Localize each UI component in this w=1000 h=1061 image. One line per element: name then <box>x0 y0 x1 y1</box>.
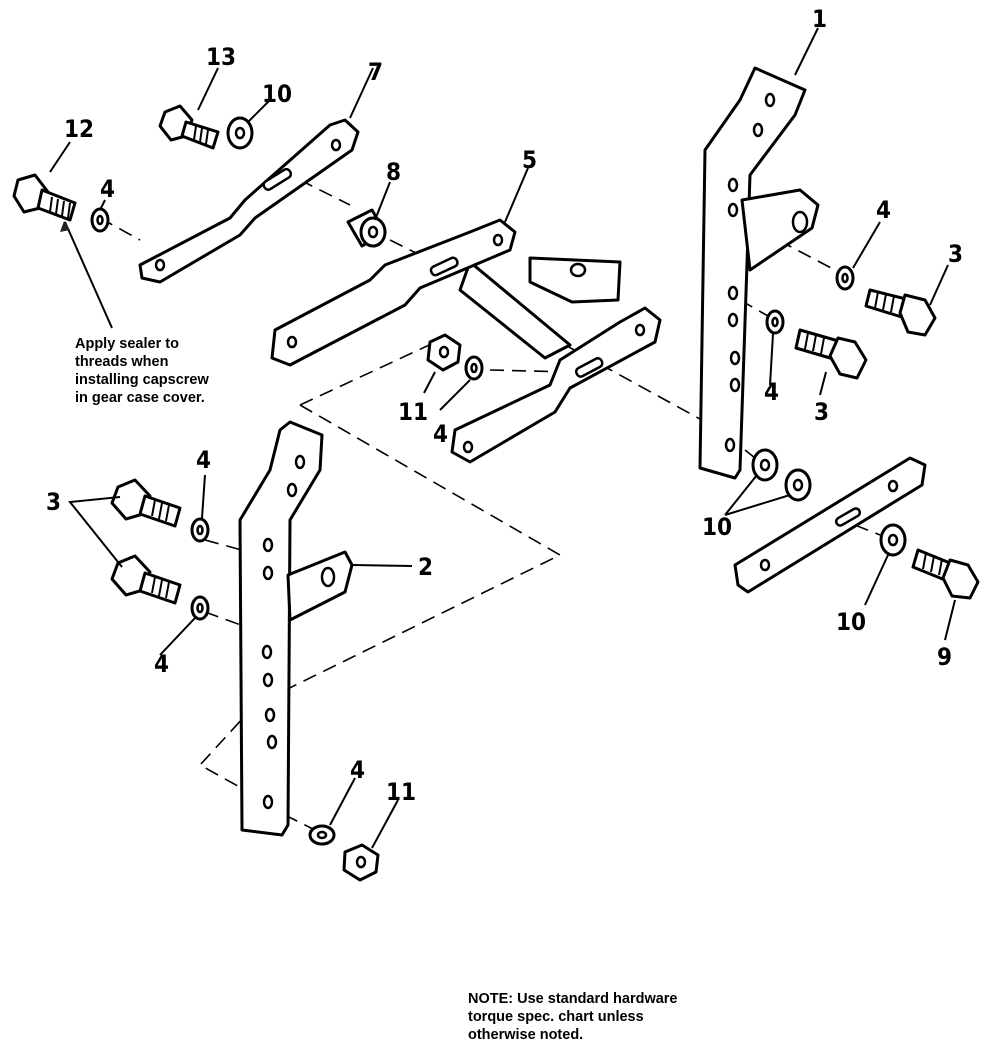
lock-washers-4 <box>90 207 855 846</box>
strap-part-7 <box>138 118 360 284</box>
callout-4-bottom: 4 <box>350 756 365 784</box>
torque-note: NOTE: Use standard hardware torque spec.… <box>468 991 678 1043</box>
callout-10-top: 10 <box>262 80 292 108</box>
callout-10-right-lower: 10 <box>836 608 866 636</box>
callout-4-right-mid: 4 <box>764 378 779 406</box>
torque-note-line-3: otherwise noted. <box>468 1027 583 1043</box>
yoke-part-5 <box>270 218 662 464</box>
hex-nuts-11 <box>342 333 462 882</box>
callout-3-left: 3 <box>46 488 61 516</box>
callout-11-bottom: 11 <box>386 778 416 806</box>
capscrew-3-lower <box>110 554 182 605</box>
callout-10-right-mid: 10 <box>702 513 732 541</box>
sealer-note-line-2: threads when <box>75 354 168 370</box>
callout-4-center: 4 <box>433 420 448 448</box>
callout-9: 9 <box>937 643 952 671</box>
bracket-part-2 <box>238 420 354 837</box>
callout-13: 13 <box>206 43 236 71</box>
callout-7: 7 <box>368 58 383 86</box>
callout-5: 5 <box>522 146 537 174</box>
sealer-note-line-3: installing capscrew <box>75 372 209 388</box>
strap-bottom-right <box>733 456 927 594</box>
callout-3-right-lower: 3 <box>814 398 829 426</box>
capscrew-12 <box>12 173 77 222</box>
callout-4-right-upper: 4 <box>876 196 891 224</box>
callout-leaders <box>49 27 956 849</box>
callout-3-right-upper: 3 <box>948 240 963 268</box>
capscrew-9 <box>911 548 980 600</box>
callout-2: 2 <box>418 553 433 581</box>
capscrew-3-right-lower <box>794 328 868 380</box>
sealer-note: Apply sealer to threads when installing … <box>75 336 209 406</box>
torque-note-line-2: torque spec. chart unless <box>468 1009 644 1025</box>
flat-washers-10 <box>226 116 907 557</box>
alignment-lines <box>99 169 881 831</box>
callout-numbers: 1 2 3 3 3 4 4 4 4 4 4 4 5 7 8 9 10 10 10… <box>46 5 963 806</box>
callout-4-left-upper: 4 <box>196 446 211 474</box>
sealer-note-line-4: in gear case cover. <box>75 390 205 406</box>
callout-1: 1 <box>812 5 827 33</box>
callout-12: 12 <box>64 115 94 143</box>
torque-note-line-1: NOTE: Use standard hardware <box>468 991 678 1007</box>
capscrew-3-right-upper <box>864 288 937 337</box>
callout-11-center: 11 <box>398 398 428 426</box>
bracket-part-1 <box>698 66 820 480</box>
sealer-note-line-1: Apply sealer to <box>75 336 179 352</box>
capscrew-3-upper <box>110 478 182 528</box>
spacer-part-8 <box>346 208 387 248</box>
callout-4-left-lower: 4 <box>154 650 169 678</box>
callout-8: 8 <box>386 158 401 186</box>
capscrew-13 <box>158 104 220 150</box>
callout-4-upper-left: 4 <box>100 175 115 203</box>
